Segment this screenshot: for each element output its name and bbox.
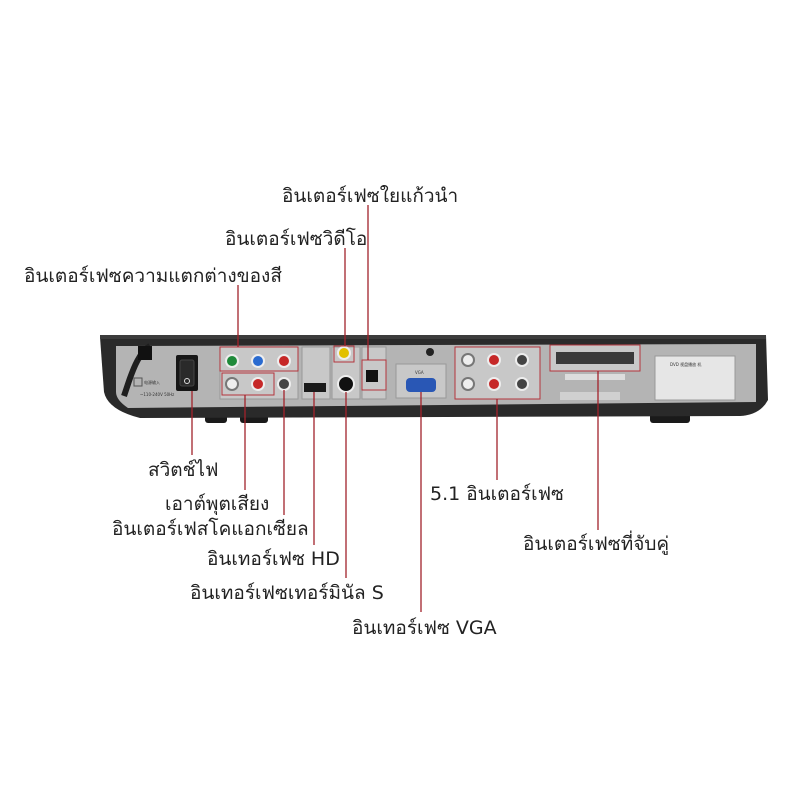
- power-inlet: [138, 346, 152, 360]
- label-video: อินเตอร์เฟซวิดีโอ: [225, 227, 367, 250]
- dvd-player-rear-panel: 电源输入 ~110-240V 50Hz VGA: [100, 335, 768, 423]
- surround-jack-5: [488, 378, 500, 390]
- pairing-connector: [556, 352, 634, 364]
- label-vga: อินเทอร์เฟซ VGA: [352, 617, 497, 639]
- label-surround-51: 5.1 อินเตอร์เฟซ: [430, 483, 564, 505]
- power-switch-rocker: [180, 360, 194, 386]
- label-audio-out: เอาต์พุตเสียง: [165, 493, 269, 516]
- pairing-label-strip: [565, 374, 625, 380]
- surround-jack-2: [488, 354, 500, 366]
- model-label: DVD 视盘播放 机: [670, 361, 701, 367]
- component-jack-blue: [252, 355, 264, 367]
- label-pairing: อินเตอร์เฟซที่จับคู่: [523, 530, 669, 555]
- surround-jack-6: [516, 378, 528, 390]
- surround-jack-4: [462, 378, 474, 390]
- component-jack-green: [226, 355, 238, 367]
- audio-jack-red: [252, 378, 264, 390]
- vga-label: VGA: [415, 370, 424, 375]
- label-hd: อินเทอร์เฟซ HD: [207, 548, 340, 570]
- s-video-port: [338, 376, 354, 392]
- audio-jack-white: [226, 378, 238, 390]
- video-jack-yellow: [338, 347, 350, 359]
- hdmi-port: [304, 383, 326, 392]
- label-optical: อินเตอร์เฟซใยแก้วนำ: [282, 185, 458, 207]
- ground-screw: [426, 348, 434, 356]
- surround-jack-3: [516, 354, 528, 366]
- surround-jack-1: [462, 354, 474, 366]
- cert-marks: [560, 392, 620, 400]
- label-power-switch: สวิตช์ไฟ: [148, 459, 219, 481]
- label-component: อินเตอร์เฟซความแตกต่างของสี: [24, 265, 282, 287]
- label-s-video: อินเทอร์เฟซเทอร์มินัล S: [190, 582, 384, 604]
- coaxial-jack: [278, 378, 290, 390]
- chassis-top-edge: [100, 335, 766, 339]
- component-jack-red: [278, 355, 290, 367]
- voltage-label: ~110-240V 50Hz: [140, 392, 174, 397]
- optical-port: [366, 370, 378, 382]
- vga-port: [406, 378, 436, 392]
- label-coaxial: อินเตอร์เฟสโคแอกเซียล: [112, 517, 309, 540]
- component-jacks: [226, 355, 290, 367]
- power-input-label: 电源输入: [144, 379, 160, 385]
